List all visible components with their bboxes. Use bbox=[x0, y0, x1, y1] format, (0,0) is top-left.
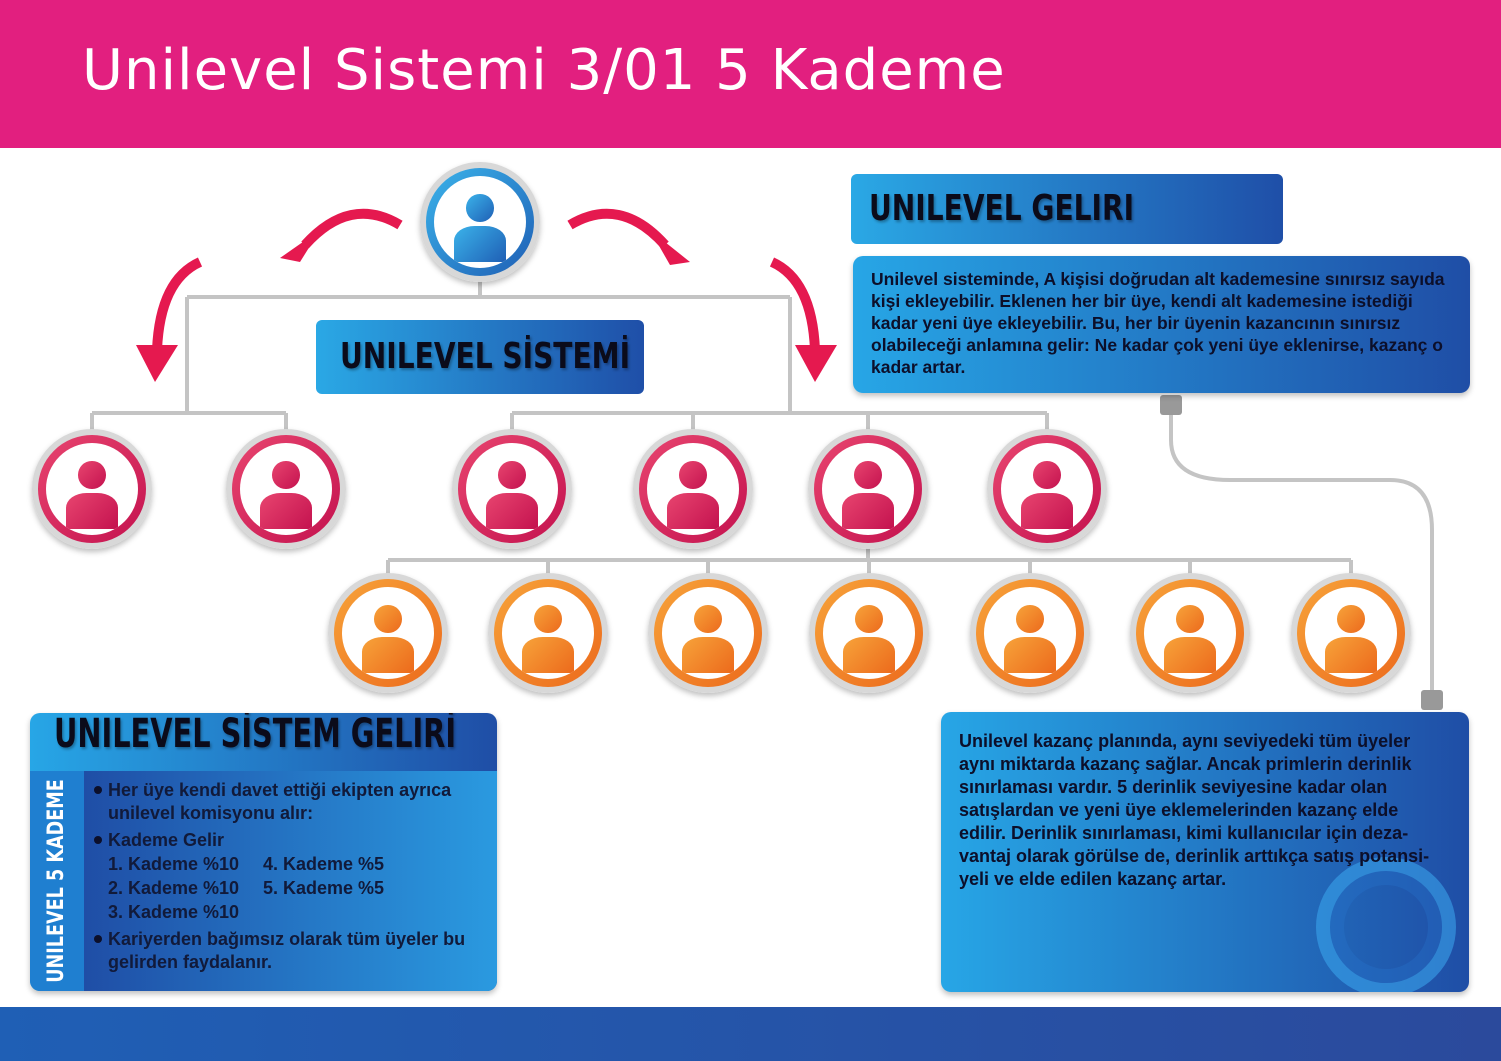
person-icon bbox=[822, 443, 914, 535]
side-panel: UNILEVEL 5 KADEME bbox=[30, 771, 84, 991]
member-node-level3 bbox=[648, 573, 768, 693]
level-3: 3. Kademe %10 bbox=[108, 902, 240, 922]
member-node-level2 bbox=[452, 429, 572, 549]
member-node-level3 bbox=[809, 573, 929, 693]
level-5: 5. Kademe %5 bbox=[263, 878, 385, 898]
person-icon bbox=[662, 587, 754, 679]
member-node-level2 bbox=[32, 429, 152, 549]
member-node-level3 bbox=[970, 573, 1090, 693]
system-income-title: UNILEVEL SİSTEM GELIRİ bbox=[54, 713, 457, 757]
earnings-description-box: Unilevel kazanç planında, aynı seviyedek… bbox=[941, 712, 1469, 992]
person-icon bbox=[1305, 587, 1397, 679]
levels-heading: Kademe Gelir bbox=[108, 830, 225, 850]
member-node-level3 bbox=[1130, 573, 1250, 693]
bullet-levels: Kademe Gelir 1. Kademe %10 4. Kademe %5 … bbox=[92, 829, 487, 924]
header-banner: Unilevel Sistemi 3/01 5 Kademe bbox=[0, 0, 1501, 148]
person-icon bbox=[984, 587, 1076, 679]
system-income-box: UNILEVEL SİSTEM GELIRİ UNILEVEL 5 KADEME… bbox=[30, 713, 497, 991]
person-icon bbox=[434, 176, 526, 268]
person-icon bbox=[823, 587, 915, 679]
connector-plug-bottom bbox=[1421, 690, 1443, 710]
member-node-level2 bbox=[808, 429, 928, 549]
income-title-box: UNILEVEL GELIRI bbox=[851, 174, 1283, 244]
member-node-level1 bbox=[420, 162, 540, 282]
system-income-content: Her üye kendi davet ettiği ekipten ayrıc… bbox=[84, 771, 497, 991]
bullet-all-members: Kariyerden bağımsız olarak tüm üyeler bu… bbox=[92, 928, 487, 974]
member-node-level2 bbox=[987, 429, 1107, 549]
income-description-box: Unilevel sisteminde, A kişisi doğrudan a… bbox=[853, 256, 1470, 393]
member-node-level2 bbox=[226, 429, 346, 549]
page-title: Unilevel Sistemi 3/01 5 Kademe bbox=[82, 38, 1006, 103]
income-title: UNILEVEL GELIRI bbox=[869, 188, 1135, 229]
person-icon bbox=[647, 443, 739, 535]
person-icon bbox=[1001, 443, 1093, 535]
member-node-level3 bbox=[328, 573, 448, 693]
side-label: UNILEVEL 5 KADEME bbox=[44, 779, 69, 983]
level-4: 4. Kademe %5 bbox=[263, 854, 385, 874]
member-node-level2 bbox=[633, 429, 753, 549]
level-2: 2. Kademe %10 bbox=[108, 878, 240, 898]
footer-bar bbox=[0, 1007, 1501, 1061]
person-icon bbox=[342, 587, 434, 679]
bullet-commission: Her üye kendi davet ettiği ekipten ayrıc… bbox=[92, 779, 487, 825]
member-node-level3 bbox=[488, 573, 608, 693]
person-icon bbox=[466, 443, 558, 535]
unilevel-system-label: UNILEVEL SİSTEMİ bbox=[316, 320, 644, 394]
person-icon bbox=[240, 443, 332, 535]
level-1: 1. Kademe %10 bbox=[108, 854, 240, 874]
person-icon bbox=[502, 587, 594, 679]
member-node-level3 bbox=[1291, 573, 1411, 693]
person-icon bbox=[46, 443, 138, 535]
income-description: Unilevel sisteminde, A kişisi doğrudan a… bbox=[871, 269, 1445, 377]
unilevel-system-label-text: UNILEVEL SİSTEMİ bbox=[340, 336, 631, 377]
connector-plug-top bbox=[1160, 395, 1182, 415]
person-icon bbox=[1144, 587, 1236, 679]
earnings-description: Unilevel kazanç planında, aynı seviyedek… bbox=[959, 731, 1430, 889]
